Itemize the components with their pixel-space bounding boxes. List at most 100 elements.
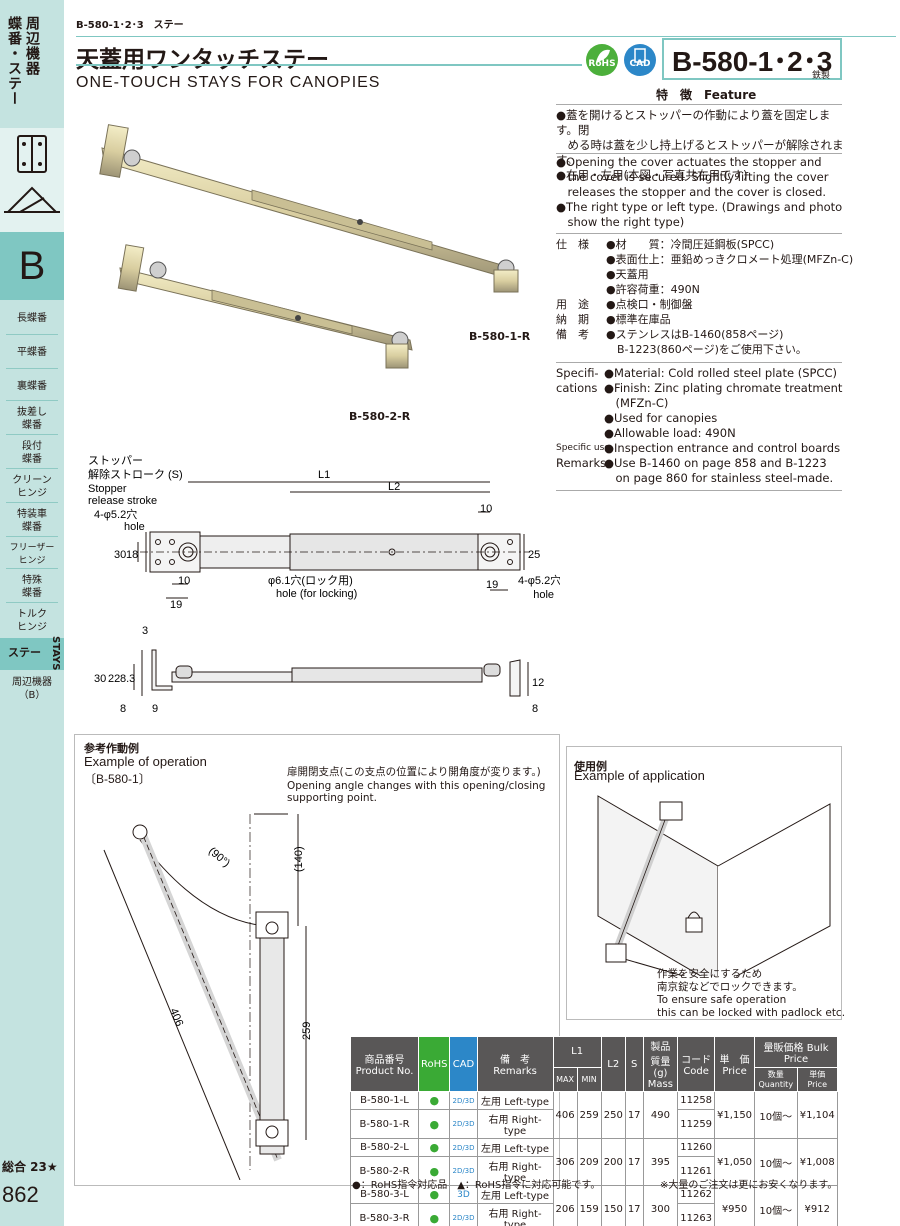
cell-cad: 2D/3D (449, 1156, 478, 1186)
stopper-en: Stopper (88, 483, 127, 495)
cell-remarks: 左用 Left-type (476, 1091, 554, 1110)
hole-right-label: 4-φ5.2穴 (518, 573, 560, 587)
spec-en-key: Remarks (556, 456, 607, 470)
feature-rule (556, 104, 842, 105)
cell-s: 17 (624, 1138, 644, 1186)
table-note-right: ※大量のご注文は更にお安くなります。 (660, 1180, 838, 1191)
feature-en: ●Opening the cover actuates the stopper … (556, 155, 846, 230)
spec-en-val: ●Material: Cold rolled steel plate (SPCC… (604, 366, 842, 441)
cell-bulk: ¥912 (796, 1185, 838, 1226)
leaf-icon (596, 49, 610, 62)
th-l1: L1 (552, 1036, 602, 1068)
rohs-dot-icon: ● (417, 1109, 451, 1139)
product-table: 商品番号 Product No. RoHS CAD 備 考 Remarks L1… (350, 1036, 838, 1226)
cell-bulk: ¥1,104 (796, 1091, 838, 1139)
cell-qty: 10個～ (754, 1185, 798, 1226)
th-bulk: 量販価格 Bulk Price (754, 1036, 838, 1068)
spec-val: ●点検口・制御盤 (606, 298, 693, 311)
spec-val: ●ステンレスはB-1460(858ページ) B-1223(860ページ)をご使用… (606, 327, 807, 357)
sidebar-item-vehicle-hinge[interactable]: 特装車 蝶番 (17, 509, 47, 533)
feature-jp-line: ●蓋を開けるとストッパーの作動により蓋を固定します。閉 (556, 108, 831, 137)
sidebar-item-peripherals[interactable]: 周辺機器 （B） (12, 677, 52, 701)
sidebar-item-freezer-hinge[interactable]: フリーザー ヒンジ (9, 543, 55, 566)
table-row: B-580-3-R ● 2D/3D 右用 Right-type 11263 (350, 1203, 838, 1226)
sidebar-item-special-hinge[interactable]: 特殊 蝶番 (22, 575, 42, 599)
spec-key: 仕 様 (556, 238, 589, 251)
lock-hole-jp: φ6.1穴(ロック用) (268, 573, 353, 587)
dim-8-right: 8 (532, 703, 538, 715)
cell-remarks: 右用 Right-type (476, 1203, 554, 1226)
cell-l1-min: 259 (576, 1091, 602, 1139)
sidebar-item-flat-hinge[interactable]: 平蝶番 (17, 347, 47, 358)
application-panel (566, 746, 842, 1020)
stopper-jp: ストッパー (88, 454, 143, 467)
cell-product: B-580-3-R (350, 1203, 419, 1226)
product-photo (99, 124, 519, 369)
spec-en-key: Specific use (556, 443, 610, 453)
cell-mass: 300 (642, 1185, 679, 1226)
photo-label-2: B-580-2-R (349, 410, 411, 423)
th-s: S (624, 1036, 644, 1092)
th-cad: CAD (449, 1036, 478, 1092)
cell-remarks: 左用 Left-type (476, 1138, 554, 1157)
application-title-jp: 使用例 (574, 760, 607, 773)
pivot-note-en-1: Opening angle changes with this opening/… (287, 780, 546, 792)
spec-en-line: ●Use B-1460 on page 858 and B-1223 (604, 456, 827, 470)
hole-left-label: 4-φ5.2穴 (94, 507, 137, 521)
cell-l1-max: 206 (552, 1185, 578, 1226)
application-title-en: Example of application (574, 768, 705, 783)
sidebar-item-torque-hinge[interactable]: トルク ヒンジ (17, 609, 47, 633)
application-note-jp-1: 作業を安全にするため (657, 968, 763, 980)
spec-val: ●材 質：冷間圧延鋼板(SPCC) ●表面仕上：亜鉛めっきクロメート処理(MFZ… (606, 237, 853, 297)
th-qty: 数量 Quantity (754, 1066, 798, 1093)
photo-label-1: B-580-1-R (469, 330, 531, 343)
spec-key: 納 期 (556, 313, 589, 326)
sidebar-item-long-hinge[interactable]: 長蝶番 (17, 313, 47, 324)
sidebar-item-liftoff-hinge[interactable]: 抜差し 蝶番 (17, 407, 47, 431)
page-number: 862 (2, 1182, 39, 1207)
header-rule (76, 36, 896, 37)
sidebar-category-sublabel: 蝶番・ステー (6, 16, 22, 106)
stay-b580-1-photo (99, 124, 519, 293)
cell-qty: 10個～ (754, 1091, 798, 1139)
feature-en-line: show the right type) (556, 215, 685, 229)
sidebar-item-clean-hinge[interactable]: クリーン ヒンジ (12, 475, 52, 499)
feature-title: 特 徴 Feature (656, 88, 757, 102)
dim-30-top: 30 (114, 549, 126, 561)
sidebar-item-back-hinge[interactable]: 裏蝶番 (17, 381, 47, 392)
cell-code: 11261 (677, 1156, 716, 1186)
rohs-badge-label: RoHS (588, 59, 616, 69)
operation-model: 〔B-580-1〕 (84, 772, 151, 786)
operation-title-jp: 参考作動例 (84, 742, 139, 755)
cell-price: ¥1,150 (714, 1091, 756, 1139)
sidebar-active-en: STAYS (50, 636, 61, 671)
th-unit: 単価 Price (796, 1066, 838, 1093)
model-number: B-580-1･2･3 (672, 46, 833, 77)
cell-l1-max: 406 (552, 1091, 578, 1139)
cell-product: B-580-1-R (350, 1109, 419, 1139)
sidebar-item-stepped-hinge[interactable]: 段付 蝶番 (22, 441, 42, 465)
cell-s: 17 (624, 1185, 644, 1226)
sidebar-category-label: 周辺機器 (24, 16, 40, 76)
spec-line: B-1223(860ページ)をご使用下さい。 (606, 343, 807, 356)
th-remarks: 備 考 Remarks (476, 1036, 554, 1092)
spec-val: ●標準在庫品 (606, 313, 671, 326)
page-title: 天蓋用ワンタッチステー (76, 47, 329, 73)
dim-9: 9 (152, 703, 158, 715)
feature-jp-line: ●右用・左用(本図・写真共右用です) (556, 168, 748, 182)
cell-code: 11263 (677, 1203, 716, 1226)
cell-l2: 250 (600, 1091, 626, 1139)
th-code: コード Code (677, 1036, 716, 1092)
section-letter: B (0, 232, 64, 300)
cell-cad: 2D/3D (449, 1203, 478, 1226)
dim-259: 259 (301, 1022, 313, 1040)
lock-hole-en: hole (for locking) (276, 588, 357, 600)
model-box (662, 38, 842, 80)
feature-rule (556, 362, 842, 363)
cell-l2: 150 (600, 1185, 626, 1226)
sidebar-item-stays-active[interactable] (0, 638, 64, 670)
dim-12: 12 (532, 677, 544, 689)
material-label: 鉄製 (812, 71, 831, 81)
table-row: B-580-2-L ● 2D/3D 左用 Left-type 306 209 2… (350, 1138, 838, 1186)
feature-en-line: the cover is secured. Slightly lifting t… (556, 170, 829, 184)
